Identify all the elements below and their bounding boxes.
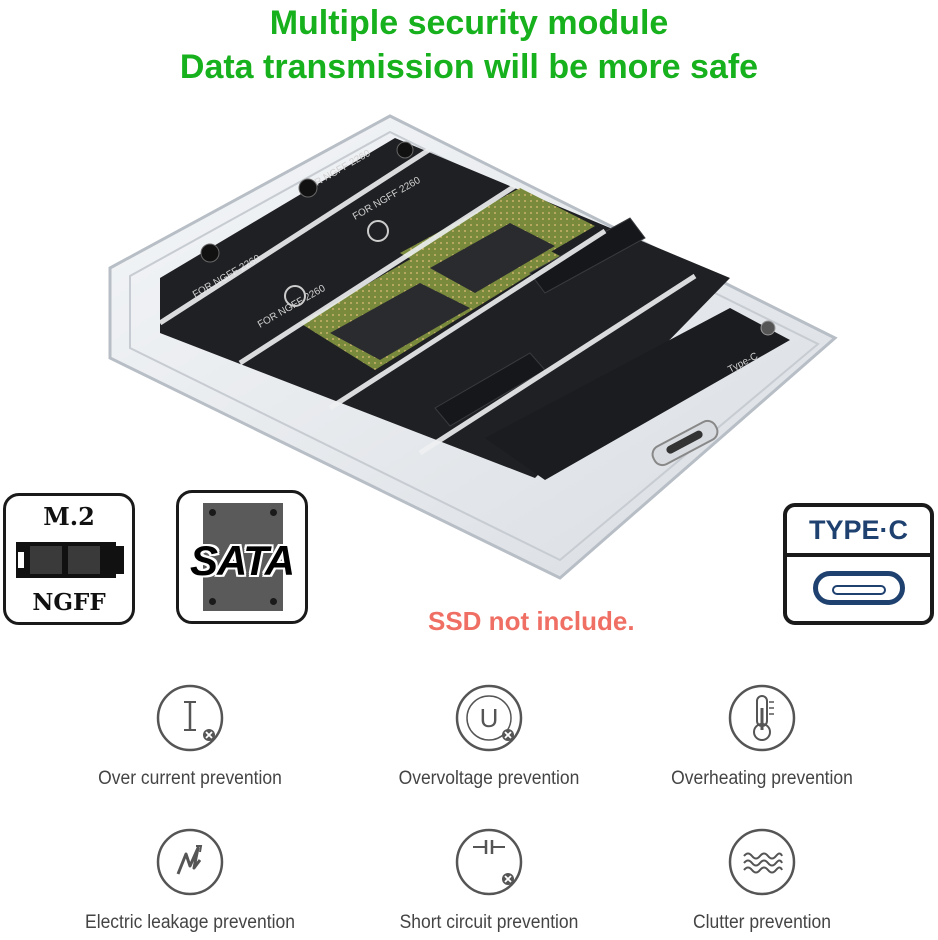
- feature-over-current: Over current prevention: [60, 682, 320, 790]
- feature-electric-leakage: Electric leakage prevention: [60, 826, 320, 934]
- m2-card-icon: [16, 542, 124, 578]
- feature-label: Over current prevention: [98, 768, 282, 789]
- feature-label: Overheating prevention: [671, 768, 853, 789]
- m2-ngff-badge: M.2 NGFF: [3, 493, 135, 625]
- sata-badge: SATA: [176, 490, 308, 624]
- typec-divider: [783, 553, 934, 557]
- sata-label: SATA: [189, 537, 295, 584]
- feature-label: Electric leakage prevention: [85, 912, 295, 933]
- usb-c-port-icon: [813, 571, 905, 605]
- feature-label: Overvoltage prevention: [398, 768, 580, 789]
- feature-short-circuit: Short circuit prevention: [359, 826, 619, 934]
- current-icon: [156, 684, 224, 752]
- voltage-icon: U: [455, 684, 523, 752]
- clear-ribs: [158, 143, 697, 456]
- headline-line-1: Multiple security module: [269, 4, 669, 42]
- wave-icon: [728, 828, 796, 896]
- ssd-enclosure-image: FOR NGFF 2260 FOR NGFF 2260 FOR NGFF 226…: [108, 114, 838, 580]
- typec-badge: TYPE·C: [783, 503, 934, 625]
- svg-text:U: U: [480, 703, 499, 733]
- m2-boards: [300, 188, 646, 427]
- mounting-screws: [200, 141, 414, 307]
- ssd-not-included-note: SSD not include.: [428, 606, 635, 636]
- typec-label: TYPE·C: [808, 515, 908, 545]
- thermometer-icon: [728, 684, 796, 752]
- m2-label: M.2: [43, 502, 95, 531]
- feature-label: Clutter prevention: [693, 912, 831, 933]
- feature-overheating: Overheating prevention: [632, 682, 892, 790]
- feature-overvoltage: U Overvoltage prevention: [359, 682, 619, 790]
- lightning-icon: [156, 828, 224, 896]
- capacitor-icon: [455, 828, 523, 896]
- drive-plate-icon: [203, 503, 283, 611]
- headline-line-2: Data transmission will be more safe: [179, 48, 759, 86]
- controller-board: Type-C: [485, 308, 790, 480]
- ngff-label: NGFF: [32, 589, 106, 616]
- feature-label: Short circuit prevention: [399, 912, 579, 933]
- feature-clutter: Clutter prevention: [632, 826, 892, 934]
